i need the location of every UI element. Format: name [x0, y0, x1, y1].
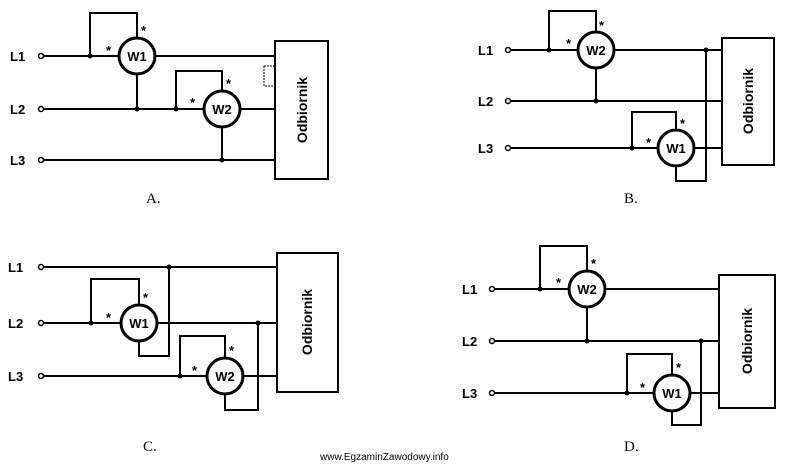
- receiver-box: [274, 40, 329, 180]
- wattmeter-w1: [117, 36, 157, 76]
- line-label-l3: L3: [478, 141, 493, 156]
- terminal-l1: [37, 52, 45, 60]
- wattmeter-label: W2: [577, 282, 597, 297]
- receiver-label: Odbiornik: [739, 308, 755, 374]
- star-mark: *: [591, 256, 597, 271]
- terminal-l2: [37, 319, 45, 327]
- wattmeter-label: W1: [666, 141, 686, 156]
- star-mark: *: [556, 275, 562, 290]
- terminal-l2: [37, 105, 45, 113]
- star-mark: *: [143, 290, 149, 305]
- caption-d: D.: [624, 439, 639, 455]
- caption-b: B.: [624, 191, 638, 207]
- line-label-l3: L3: [10, 153, 25, 168]
- wattmeter-label: W1: [127, 49, 147, 64]
- receiver-label: Odbiornik: [294, 77, 310, 143]
- line-label-l1: L1: [10, 49, 25, 64]
- terminal-l1: [504, 46, 512, 54]
- wattmeter-w1: [119, 303, 159, 343]
- star-mark: *: [599, 18, 605, 33]
- line-label-l2: L2: [8, 316, 23, 331]
- line-label-l3: L3: [462, 386, 477, 401]
- wattmeter-w2: [202, 89, 242, 129]
- star-mark: *: [106, 310, 112, 325]
- line-label-l2: L2: [10, 102, 25, 117]
- terminal-l3: [37, 372, 45, 380]
- receiver-box: [276, 252, 339, 393]
- wattmeter-w2: [205, 356, 245, 396]
- line-label-l1: L1: [462, 282, 477, 297]
- wattmeter-label: W2: [215, 369, 235, 384]
- line-label-l3: L3: [8, 369, 23, 384]
- caption-a: A.: [146, 191, 161, 207]
- star-mark: *: [141, 23, 147, 38]
- watermark: www.EgzaminZawodowy.info: [319, 452, 449, 463]
- diagram-b: L1 L2 L3 W2 * * W1 * * Odbiornik B.: [478, 10, 775, 207]
- wattmeter-w1: [656, 128, 696, 168]
- diagram-d: L1 L2 L3 W2 * * W1 * * Odbiornik D.: [462, 245, 776, 455]
- star-mark: *: [106, 43, 112, 58]
- wattmeter-label: W2: [212, 102, 232, 117]
- terminal-l2: [504, 97, 512, 105]
- star-mark: *: [229, 343, 235, 358]
- star-mark: *: [190, 95, 196, 110]
- terminal-l3: [37, 156, 45, 164]
- line-label-l2: L2: [462, 334, 477, 349]
- star-mark: *: [226, 76, 232, 91]
- line-label-l1: L1: [8, 260, 23, 275]
- terminal-l1: [488, 285, 496, 293]
- line-label-l1: L1: [478, 43, 493, 58]
- star-mark: *: [646, 135, 652, 150]
- terminal-l3: [504, 144, 512, 152]
- star-mark: *: [680, 116, 686, 131]
- diagram-a: L1 L2 L3 W1 * * W2 * * Odbiornik A.: [10, 12, 329, 207]
- receiver-label: Odbiornik: [740, 68, 756, 134]
- terminal-l1: [37, 263, 45, 271]
- wattmeter-label: W1: [129, 316, 149, 331]
- star-mark: *: [192, 363, 198, 378]
- star-mark: *: [640, 380, 646, 395]
- wattmeter-w1: [652, 373, 692, 413]
- caption-c: C.: [143, 439, 157, 455]
- receiver-box: [718, 274, 776, 409]
- terminal-l2: [488, 337, 496, 345]
- wattmeter-label: W2: [586, 43, 606, 58]
- line-label-l2: L2: [478, 94, 493, 109]
- terminal-l3: [488, 389, 496, 397]
- wattmeter-w2: [567, 269, 607, 309]
- receiver-label: Odbiornik: [299, 289, 315, 355]
- star-mark: *: [676, 360, 682, 375]
- wattmeter-w2: [576, 30, 616, 70]
- diagram-c: L1 L2 L3 W1 * * W2 * * Odbiornik C.: [8, 252, 339, 455]
- receiver-box: [721, 37, 775, 166]
- wattmeter-label: W1: [662, 386, 682, 401]
- star-mark: *: [566, 36, 572, 51]
